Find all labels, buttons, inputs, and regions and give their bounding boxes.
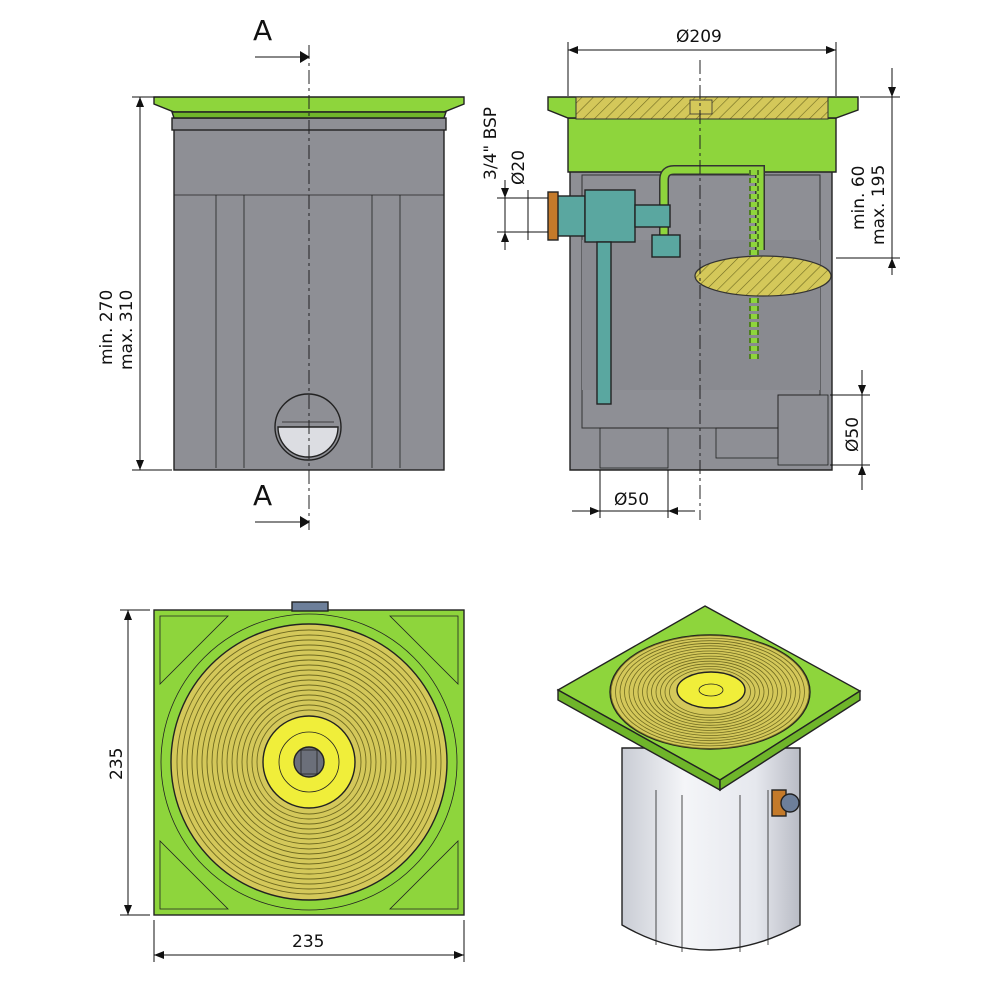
section-view: Ø209 min. 60 max. 195 Ø20 3/4" BSP Ø50 Ø…	[481, 27, 900, 520]
diameter-top-label: Ø209	[676, 27, 722, 47]
side-outlet-label: Ø50	[843, 417, 863, 452]
inlet-diameter-label: Ø20	[509, 150, 529, 185]
section-mark-bottom: A	[253, 479, 272, 512]
plan-height-label: 235	[107, 748, 127, 780]
bottom-outlet-label: Ø50	[614, 490, 649, 510]
level-max-label: max. 195	[869, 165, 889, 245]
thread-label: 3/4" BSP	[481, 107, 501, 180]
height-min-label: min. 270	[97, 290, 117, 365]
level-min-label: min. 60	[849, 166, 869, 231]
front-view: A A min. 270 max. 310	[97, 14, 465, 530]
isometric-fitting	[780, 793, 800, 813]
section-view-basket	[567, 117, 837, 173]
section-mark-top: A	[253, 14, 272, 47]
height-max-label: max. 310	[117, 290, 137, 370]
section-view-float	[694, 255, 832, 297]
isometric-cylinder	[621, 747, 801, 951]
plan-view: 235 235	[107, 601, 465, 962]
plan-view-center-hole	[293, 746, 325, 778]
plan-width-label: 235	[292, 932, 324, 952]
isometric-view	[556, 605, 862, 952]
